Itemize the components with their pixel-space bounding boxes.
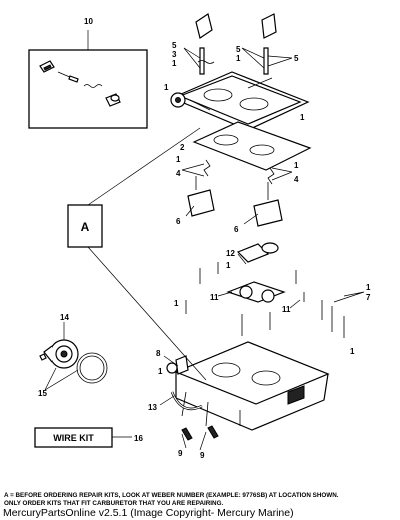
callout-1: 1 xyxy=(226,261,231,270)
callout-1: 1 xyxy=(236,54,241,63)
callout-16: 16 xyxy=(134,434,143,443)
callout-5: 5 xyxy=(172,41,177,50)
carburetor-body xyxy=(166,341,330,431)
footnote-line-1: A = BEFORE ORDERING REPAIR KITS, LOOK AT… xyxy=(4,492,339,499)
callout-12: 12 xyxy=(226,249,235,258)
repair-kit-inset xyxy=(28,49,148,129)
callout-11: 11 xyxy=(282,305,291,314)
fuel-line xyxy=(170,391,203,411)
callout-5: 5 xyxy=(236,45,241,54)
callout-1: 1 xyxy=(350,347,355,356)
callout-6: 6 xyxy=(234,225,239,234)
callout-9: 9 xyxy=(200,451,205,460)
callout-5: 5 xyxy=(294,54,299,63)
wire-kit-box: WIRE KIT xyxy=(34,427,113,448)
callout-1: 1 xyxy=(174,299,179,308)
callout-8: 8 xyxy=(156,349,161,358)
callout-4: 4 xyxy=(294,175,299,184)
callout-1: 1 xyxy=(164,83,169,92)
callout-1: 1 xyxy=(366,283,371,292)
callout-2: 2 xyxy=(180,143,185,152)
callout-7: 7 xyxy=(366,293,371,302)
screws xyxy=(181,425,219,441)
callout-1: 1 xyxy=(158,367,163,376)
callout-9: 9 xyxy=(178,449,183,458)
callout-14: 14 xyxy=(60,313,69,322)
leader-lines xyxy=(44,30,365,451)
callout-1: 1 xyxy=(300,113,305,122)
choke-assembly xyxy=(39,339,108,384)
box-a-label: A xyxy=(81,220,90,234)
weber-number-box: A xyxy=(67,204,103,248)
callout-3: 3 xyxy=(172,50,177,59)
callout-1: 1 xyxy=(294,161,299,170)
callout-13: 13 xyxy=(148,403,157,412)
ordering-footnote: A = BEFORE ORDERING REPAIR KITS, LOOK AT… xyxy=(4,492,396,508)
callout-6: 6 xyxy=(176,217,181,226)
callout-10: 10 xyxy=(84,17,93,26)
footnote-line-2: ONLY ORDER KITS THAT FIT CARBURETOR THAT… xyxy=(4,500,224,507)
callout-11: 11 xyxy=(210,293,219,302)
gasket xyxy=(192,121,312,171)
floats xyxy=(187,159,283,227)
callout-15: 15 xyxy=(38,389,47,398)
callout-4: 4 xyxy=(176,169,181,178)
callout-numbers: 10 5 3 1 5 1 5 1 1 2 1 4 1 4 6 6 12 1 1 … xyxy=(38,17,371,460)
carburetor-top-cover xyxy=(170,13,310,131)
wire-kit-label: WIRE KIT xyxy=(53,433,94,443)
copyright-notice: MercuryPartsOnline v2.5.1 (Image Copyrig… xyxy=(3,507,294,519)
callout-1: 1 xyxy=(172,59,177,68)
callout-1: 1 xyxy=(176,155,181,164)
metering-components xyxy=(185,242,345,338)
